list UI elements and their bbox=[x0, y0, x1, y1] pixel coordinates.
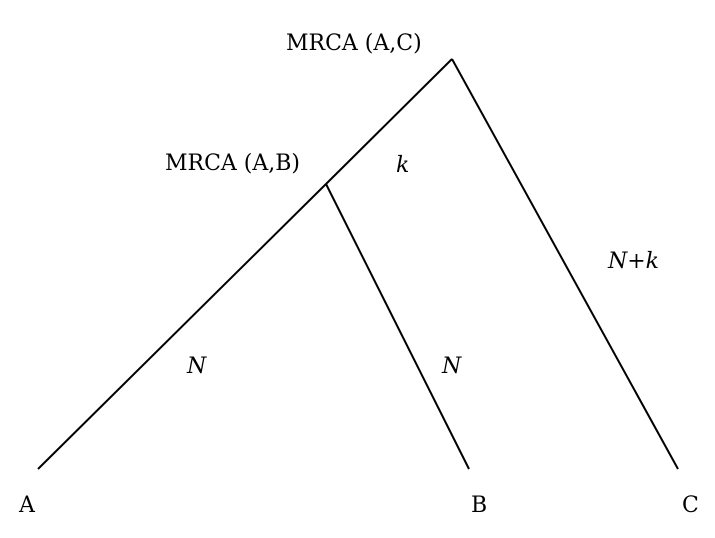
branch-mrca-ac-to-c bbox=[451, 58, 679, 470]
leaf-label-c: C bbox=[682, 493, 699, 518]
leaf-label-b: B bbox=[471, 493, 488, 518]
branch-label-n-b: N bbox=[442, 354, 462, 379]
branch-mrca-ab-to-a bbox=[37, 183, 327, 470]
branch-mrca-ab-to-b bbox=[325, 183, 470, 470]
branch-label-n-a: N bbox=[187, 354, 207, 379]
branch-label-n-plus-k: N+k bbox=[608, 249, 660, 274]
node-label-mrca-ac: MRCA (A,C) bbox=[286, 31, 422, 56]
branch-mrca-ac-to-mrca-ab bbox=[325, 58, 453, 185]
leaf-label-a: A bbox=[19, 493, 35, 518]
node-label-mrca-ab: MRCA (A,B) bbox=[165, 151, 301, 176]
branch-label-k: k bbox=[396, 153, 410, 178]
